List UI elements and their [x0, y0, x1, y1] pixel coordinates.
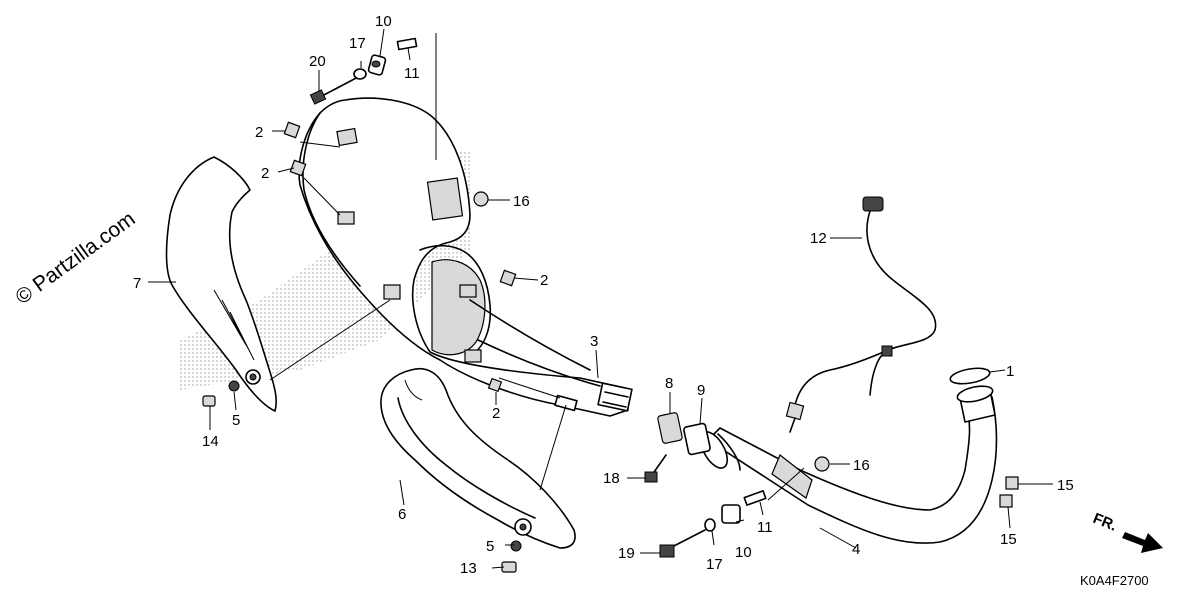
callout-17: 17 — [349, 35, 366, 52]
callout-20: 20 — [309, 53, 326, 70]
callout-15: 15 — [1057, 477, 1074, 494]
callout-12: 12 — [810, 230, 827, 247]
callout-13: 13 — [460, 560, 477, 577]
callout-18: 18 — [603, 470, 620, 487]
callout-14: 14 — [202, 433, 219, 450]
callout-6: 6 — [398, 506, 406, 523]
diagram-code: K0A4F2700 — [1080, 573, 1149, 588]
callout-2: 2 — [492, 405, 500, 422]
callout-1: 1 — [1006, 363, 1014, 380]
callout-15: 15 — [1000, 531, 1017, 548]
callout-8: 8 — [665, 375, 673, 392]
callout-9: 9 — [697, 382, 705, 399]
callout-5: 5 — [232, 412, 240, 429]
callout-11: 11 — [404, 65, 420, 82]
direction-label: FR. — [1091, 510, 1120, 535]
callout-11: 11 — [757, 519, 773, 536]
part-12-o2-sensor — [785, 196, 937, 433]
part-7-muffler-protector — [165, 156, 277, 412]
part-4-exhaust-pipe — [699, 385, 998, 544]
callout-10: 10 — [375, 13, 392, 30]
callout-16: 16 — [513, 193, 530, 210]
front-arrow-icon — [1122, 532, 1163, 553]
part-6-lower-protector — [380, 368, 576, 549]
callout-2: 2 — [261, 165, 269, 182]
callout-19: 19 — [618, 545, 635, 562]
callout-2: 2 — [540, 272, 548, 289]
hardware-parts — [202, 37, 1019, 573]
callout-16: 16 — [853, 457, 870, 474]
watermark-text: © Partzilla.com — [11, 207, 139, 309]
part-1-gasket — [949, 367, 991, 385]
leader-lines — [148, 28, 1053, 569]
part-3-muffler — [298, 97, 633, 417]
callout-5: 5 — [486, 538, 494, 555]
callout-4: 4 — [852, 541, 860, 558]
callout-17: 17 — [706, 556, 723, 573]
callout-2: 2 — [255, 124, 263, 141]
callout-7: 7 — [133, 275, 141, 292]
callout-3: 3 — [590, 333, 598, 350]
callouts: 1 2 2 2 2 3 4 5 5 6 7 8 9 10 10 11 11 12… — [133, 13, 1074, 577]
callout-10: 10 — [735, 544, 752, 561]
direction-indicator: FR. — [1091, 510, 1163, 553]
